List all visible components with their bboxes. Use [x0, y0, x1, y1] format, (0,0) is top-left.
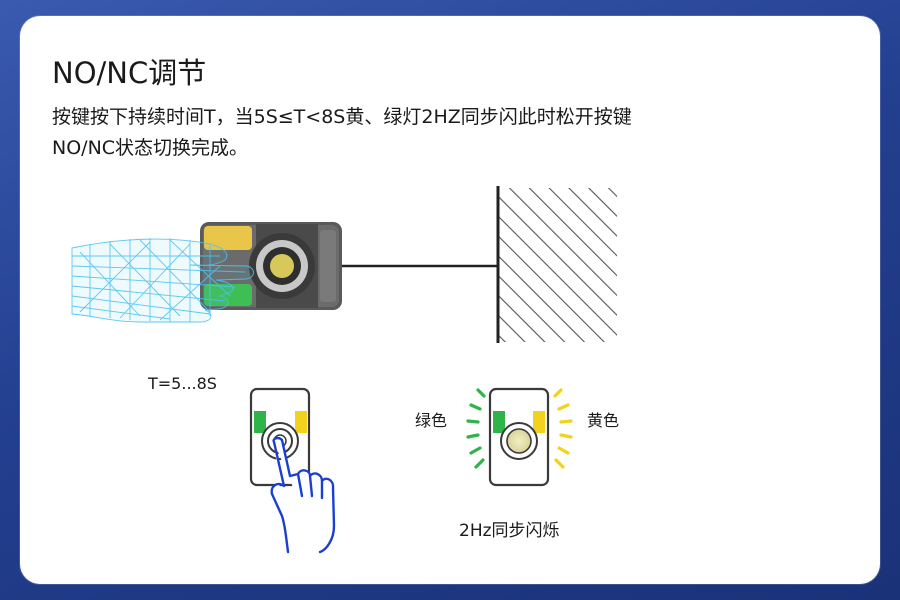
green-blink-rays-icon [466, 388, 486, 469]
pressing-hand-icon [270, 436, 336, 554]
sensor-front-pressing-icon [249, 387, 311, 487]
description-line-1: 按键按下持续时间T，当5S≤T<8S黄、绿灯2HZ同步闪此时松开按键 [52, 106, 632, 128]
yellow-blink-rays-icon [553, 388, 573, 469]
page-title: NO/NC调节 [52, 56, 207, 90]
sensor-icon [200, 222, 342, 310]
hatched-wall-icon [496, 186, 617, 343]
yellow-label: 黄色 [587, 411, 620, 430]
wireframe-hand-icon [71, 238, 254, 323]
blink-label: 2Hz同步闪烁 [459, 521, 560, 541]
diagram-illustration [71, 186, 617, 554]
sensor-front-blinking-icon [488, 387, 550, 487]
description: 按键按下持续时间T，当5S≤T<8S黄、绿灯2HZ同步闪此时松开按键 NO/NC… [52, 102, 812, 164]
green-label: 绿色 [415, 411, 448, 430]
content-card: NO/NC调节 按键按下持续时间T，当5S≤T<8S黄、绿灯2HZ同步闪此时松开… [20, 16, 880, 584]
description-line-2: NO/NC状态切换完成。 [52, 137, 249, 159]
press-duration-label: T=5...8S [148, 374, 217, 393]
